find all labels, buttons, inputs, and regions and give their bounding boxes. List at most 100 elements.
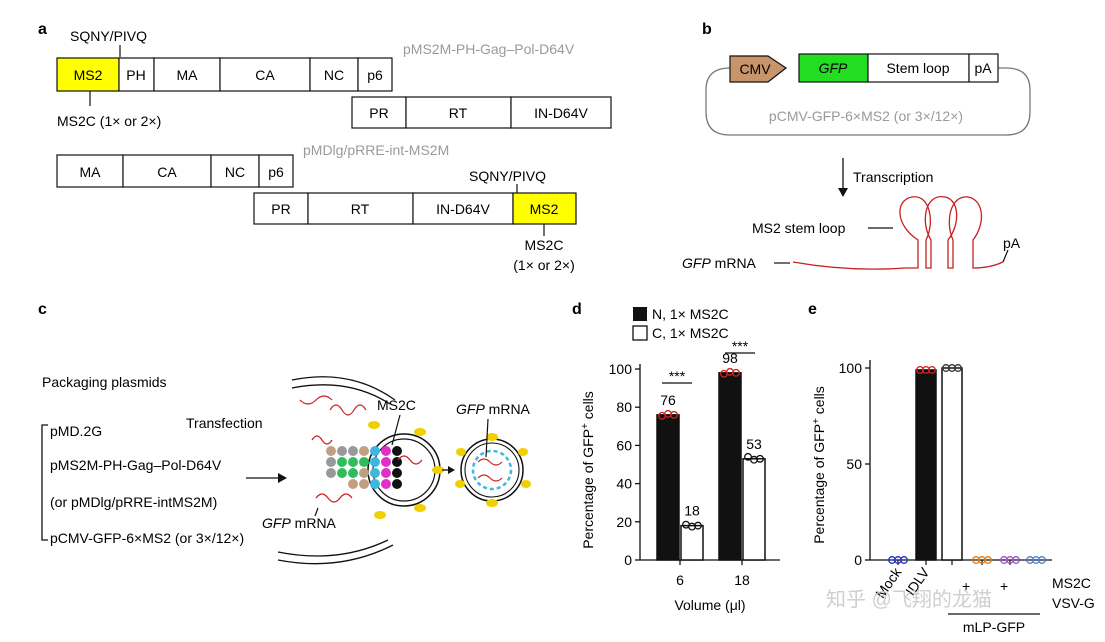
packaging-title: Packaging plasmids: [42, 374, 167, 390]
cmv-arrow: [729, 55, 788, 83]
d-data-label: 18: [684, 503, 700, 519]
panel-c-label: c: [38, 301, 47, 318]
legend-c: C, 1× MS2C: [652, 325, 729, 341]
d-bar: [718, 372, 742, 561]
row3-ma: MA: [80, 164, 102, 180]
mrna-stem-loops: [792, 196, 1004, 270]
d-point: [670, 410, 678, 419]
row4-ms2: MS2: [530, 201, 559, 217]
row2-pr: PR: [369, 105, 388, 121]
d-point: [732, 368, 740, 377]
protein-grid: [326, 446, 402, 489]
stem-loop-label: MS2 stem loop: [752, 220, 846, 236]
stem-loop-box-label: Stem loop: [886, 60, 949, 76]
e-row-ms2c: MS2C: [1052, 575, 1091, 591]
row3-p6: p6: [268, 164, 284, 180]
legend-swatch-n: [633, 307, 647, 321]
row2-in: IN-D64V: [534, 105, 588, 121]
d-ytick-label: 60: [616, 437, 632, 453]
pa2-label: pA: [1003, 235, 1021, 251]
d-point: [756, 454, 764, 463]
e-group-label: mLP-GFP: [963, 619, 1025, 635]
e-ytick-label: 0: [854, 552, 862, 568]
d-data-label: 98: [722, 350, 738, 366]
plasmid-2: pMS2M-PH-Gag–Pol-D64V: [50, 457, 222, 473]
d-point: [694, 521, 702, 530]
d-sig-star: ***: [669, 368, 686, 384]
e-ytick-label: 50: [846, 456, 862, 472]
row3-ca: CA: [157, 164, 177, 180]
d-ytick-label: 80: [616, 399, 632, 415]
pa-box-label: pA: [974, 60, 992, 76]
e-point: [954, 364, 962, 372]
plasmid2-name: pMDlg/pRRE-int-MS2M: [303, 142, 449, 158]
e-point: [1012, 556, 1020, 564]
ms2c-label-c: MS2C: [377, 397, 416, 413]
transcription-label: Transcription: [853, 169, 933, 185]
d-ytick-label: 100: [609, 361, 633, 377]
panel-e: e Percentage of GFP+ cells 050100MockIDL…: [808, 301, 1095, 635]
e-bar: [941, 367, 963, 561]
panel-a-label: a: [38, 21, 47, 38]
d-xlabel: Volume (μl): [674, 597, 745, 613]
d-ylabel: Percentage of GFP+ cells: [580, 391, 597, 549]
gfp-box: [798, 53, 869, 83]
legend-swatch-c: [632, 325, 648, 341]
plasmid-loop: [705, 67, 1031, 136]
d-bar: [742, 458, 766, 561]
e-ylabel: Percentage of GFP+ cells: [811, 386, 828, 544]
d-sig-star: ***: [732, 338, 749, 354]
e-sign-1: +: [962, 578, 970, 594]
row4-pr: PR: [271, 201, 290, 217]
panel-b-label: b: [702, 21, 712, 38]
row2-rt: RT: [449, 105, 468, 121]
plasmid-3: (or pMDlg/pRRE-intMS2M): [50, 494, 217, 510]
panel-d-label: d: [572, 301, 582, 318]
gfp-mrna-label-c2: GFP mRNA: [456, 401, 531, 417]
row1-p6: p6: [367, 67, 383, 83]
e-point: [984, 556, 992, 564]
e-bar: [915, 369, 937, 561]
row3-nc: NC: [225, 164, 245, 180]
ms2-box-2: [512, 192, 577, 225]
row1-ph: PH: [126, 67, 145, 83]
e-point: [928, 365, 936, 374]
panel-c: c Packaging plasmids pMD.2G pMS2M-PH-Gag…: [38, 301, 531, 565]
row1-ms2: MS2: [74, 67, 103, 83]
d-xtick-label: 6: [676, 572, 684, 588]
ms2c-note-2b: (1× or 2×): [513, 257, 574, 273]
d-ytick-label: 20: [616, 514, 632, 530]
row1-ca: CA: [255, 67, 275, 83]
panel-a: a SQNY/PIVQ pMS2M-PH-Gag–Pol-D64V MS2 PH…: [38, 21, 612, 273]
d-bar: [656, 414, 680, 561]
row1-nc: NC: [324, 67, 344, 83]
plasmid-4: pCMV-GFP-6×MS2 (or 3×/12×): [50, 530, 244, 546]
gfp-label: GFP: [819, 60, 848, 76]
transfection-label: Transfection: [186, 415, 263, 431]
tag-mid: SQNY/PIVQ: [469, 168, 546, 184]
d-xtick-label: 18: [734, 572, 750, 588]
e-ytick-label: 100: [839, 360, 863, 376]
e-point: [1038, 556, 1046, 564]
e-sign-2: +: [1000, 578, 1008, 594]
plasmid1-name: pMS2M-PH-Gag–Pol-D64V: [403, 41, 575, 57]
tag-top: SQNY/PIVQ: [70, 28, 147, 44]
panel-b: b CMV GFP Stem loop pA pCMV-GFP-6×MS2 (o…: [682, 21, 1031, 271]
mrna-label: GFP mRNA: [682, 255, 757, 271]
row4-rt: RT: [351, 201, 370, 217]
e-row-vsvg: VSV-G: [1052, 595, 1095, 611]
plasmid-b-name: pCMV-GFP-6×MS2 (or 3×/12×): [769, 108, 963, 124]
panel-d: d N, 1× MS2C C, 1× MS2C Percentage of GF…: [572, 301, 780, 613]
d-ytick-label: 40: [616, 476, 632, 492]
watermark: 知乎 @飞翔的龙猫: [826, 588, 992, 611]
ms2c-note-2a: MS2C: [525, 237, 564, 253]
legend-n: N, 1× MS2C: [652, 306, 729, 322]
e-point: [900, 556, 908, 564]
ms2c-note-1: MS2C (1× or 2×): [57, 113, 161, 129]
row4-in: IN-D64V: [436, 201, 490, 217]
plasmid-1: pMD.2G: [50, 423, 102, 439]
d-data-label: 76: [660, 392, 676, 408]
